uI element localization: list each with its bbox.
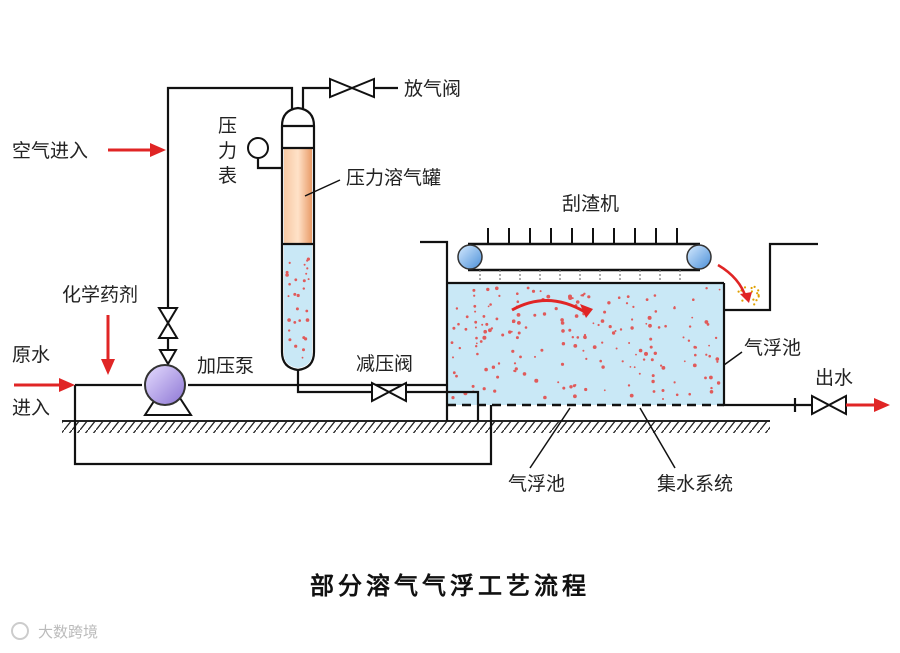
tank-label: 压力溶气罐 xyxy=(346,167,441,189)
pump-label: 加压泵 xyxy=(197,355,254,377)
roller-right xyxy=(686,244,712,270)
outlet-valve xyxy=(793,394,847,416)
pressure-tank xyxy=(280,106,316,372)
diagram-title: 部分溶气气浮工艺流程 xyxy=(310,571,590,600)
flow-arrows xyxy=(14,143,890,412)
air-inlet-label: 空气进入 xyxy=(12,140,88,162)
check-valve xyxy=(158,349,178,367)
relief-valve-label: 减压阀 xyxy=(356,353,413,375)
flotation-tank-right-label: 气浮池 xyxy=(744,337,801,359)
raw-water-label-2: 进入 xyxy=(12,397,50,419)
scraper xyxy=(457,228,760,306)
vent-valve-label: 放气阀 xyxy=(404,78,461,100)
flotation-tank-bottom-label: 气浮池 xyxy=(508,473,565,495)
pressure-gauge-icon xyxy=(247,137,269,159)
roller-left xyxy=(457,244,483,270)
flotation-tank xyxy=(420,240,818,421)
raw-water-label: 原水 xyxy=(12,344,50,366)
chemical-label: 化学药剂 xyxy=(62,284,138,306)
pump-icon xyxy=(143,364,193,416)
relief-valve xyxy=(371,381,407,403)
outlet-label: 出水 xyxy=(815,367,853,389)
collection-system-label: 集水系统 xyxy=(657,473,733,495)
watermark: 大数跨境 xyxy=(11,622,98,641)
watermark-logo-icon xyxy=(11,622,29,640)
leader-lines xyxy=(304,179,743,469)
air-valve xyxy=(157,307,179,339)
pressure-gauge-label: 压 力 表 xyxy=(218,115,243,187)
svg-text:大数跨境: 大数跨境 xyxy=(38,623,98,641)
vent-valve xyxy=(329,77,375,99)
scraper-label: 刮渣机 xyxy=(562,193,619,215)
ground xyxy=(62,420,770,433)
